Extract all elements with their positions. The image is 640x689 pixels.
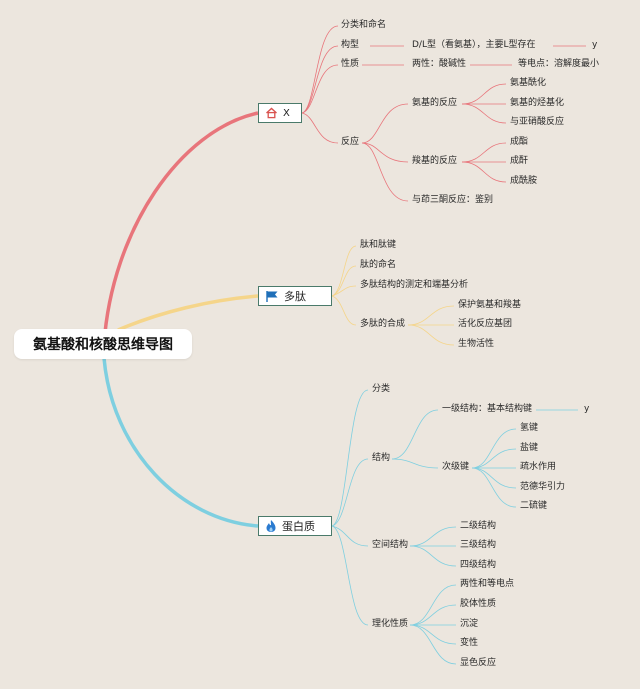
node-activation[interactable]: 活化反应基团 <box>458 319 513 329</box>
node-van-der-waals[interactable]: 范德华引力 <box>520 482 566 492</box>
node-configuration[interactable]: 构型 <box>341 40 360 50</box>
node-primary-end[interactable]: y <box>584 404 590 414</box>
node-tertiary-structure[interactable]: 三级结构 <box>460 540 497 550</box>
node-configuration-desc[interactable]: D/L型（看氨基），主要L型存在 <box>412 40 536 50</box>
node-colloid[interactable]: 胶体性质 <box>460 599 497 609</box>
node-carboxyl-reactions[interactable]: 羧基的反应 <box>412 156 458 166</box>
node-isoelectric[interactable]: 等电点：溶解度最小 <box>518 59 600 69</box>
topic-label: 蛋白质 <box>282 520 315 533</box>
node-nitrous-acid[interactable]: 与亚硝酸反应 <box>510 117 565 127</box>
node-amphoteric-isoelectric[interactable]: 两性和等电点 <box>460 579 515 589</box>
node-protein-structure[interactable]: 结构 <box>372 453 391 463</box>
node-precipitation[interactable]: 沉淀 <box>460 619 479 629</box>
node-ester[interactable]: 成酯 <box>510 137 529 147</box>
node-properties[interactable]: 性质 <box>341 59 360 69</box>
node-disulfide[interactable]: 二硫键 <box>520 501 548 511</box>
node-ninhydrin[interactable]: 与茚三酮反应：鉴别 <box>412 195 494 205</box>
node-peptide-naming[interactable]: 肽的命名 <box>360 260 397 270</box>
home-icon <box>265 107 278 119</box>
node-hydrogen-bond[interactable]: 氢键 <box>520 423 539 433</box>
flag-icon <box>265 290 279 303</box>
flame-icon <box>265 519 277 533</box>
node-amino-reactions[interactable]: 氨基的反应 <box>412 98 458 108</box>
node-acylation[interactable]: 氨基酰化 <box>510 78 547 88</box>
node-physicochemical[interactable]: 理化性质 <box>372 619 409 629</box>
node-classification-naming[interactable]: 分类和命名 <box>341 20 387 30</box>
node-structure-determination[interactable]: 多肽结构的测定和端基分析 <box>360 280 469 290</box>
node-protein-classification[interactable]: 分类 <box>372 384 391 394</box>
node-reactions[interactable]: 反应 <box>341 137 360 147</box>
node-quaternary-structure[interactable]: 四级结构 <box>460 560 497 570</box>
topic-peptide[interactable]: 多肽 <box>258 286 332 306</box>
node-amphoteric[interactable]: 两性：酸碱性 <box>412 59 467 69</box>
topic-label: 多肽 <box>284 290 306 303</box>
node-spatial-structure[interactable]: 空间结构 <box>372 540 409 550</box>
node-secondary-structure[interactable]: 二级结构 <box>460 521 497 531</box>
node-peptide-bond[interactable]: 肽和肽键 <box>360 240 397 250</box>
node-hydrophobic[interactable]: 疏水作用 <box>520 462 557 472</box>
topic-amino-acid[interactable]: X <box>258 103 302 123</box>
node-secondary-bonds[interactable]: 次级键 <box>442 462 470 472</box>
topic-protein[interactable]: 蛋白质 <box>258 516 332 536</box>
node-alkylation[interactable]: 氨基的烃基化 <box>510 98 565 108</box>
node-denaturation[interactable]: 变性 <box>460 638 479 648</box>
node-protection[interactable]: 保护氨基和羧基 <box>458 300 522 310</box>
node-salt-bond[interactable]: 盐键 <box>520 443 539 453</box>
node-color-reaction[interactable]: 显色反应 <box>460 658 497 668</box>
node-bioactivity[interactable]: 生物活性 <box>458 339 495 349</box>
node-configuration-end[interactable]: y <box>592 40 598 50</box>
node-primary-structure[interactable]: 一级结构：基本结构键 <box>442 404 533 414</box>
node-peptide-synthesis[interactable]: 多肽的合成 <box>360 319 406 329</box>
node-amide[interactable]: 成酰胺 <box>510 176 538 186</box>
central-topic[interactable]: 氨基酸和核酸思维导图 <box>14 329 192 359</box>
topic-label: X <box>283 107 290 119</box>
node-anhydride[interactable]: 成酐 <box>510 156 529 166</box>
